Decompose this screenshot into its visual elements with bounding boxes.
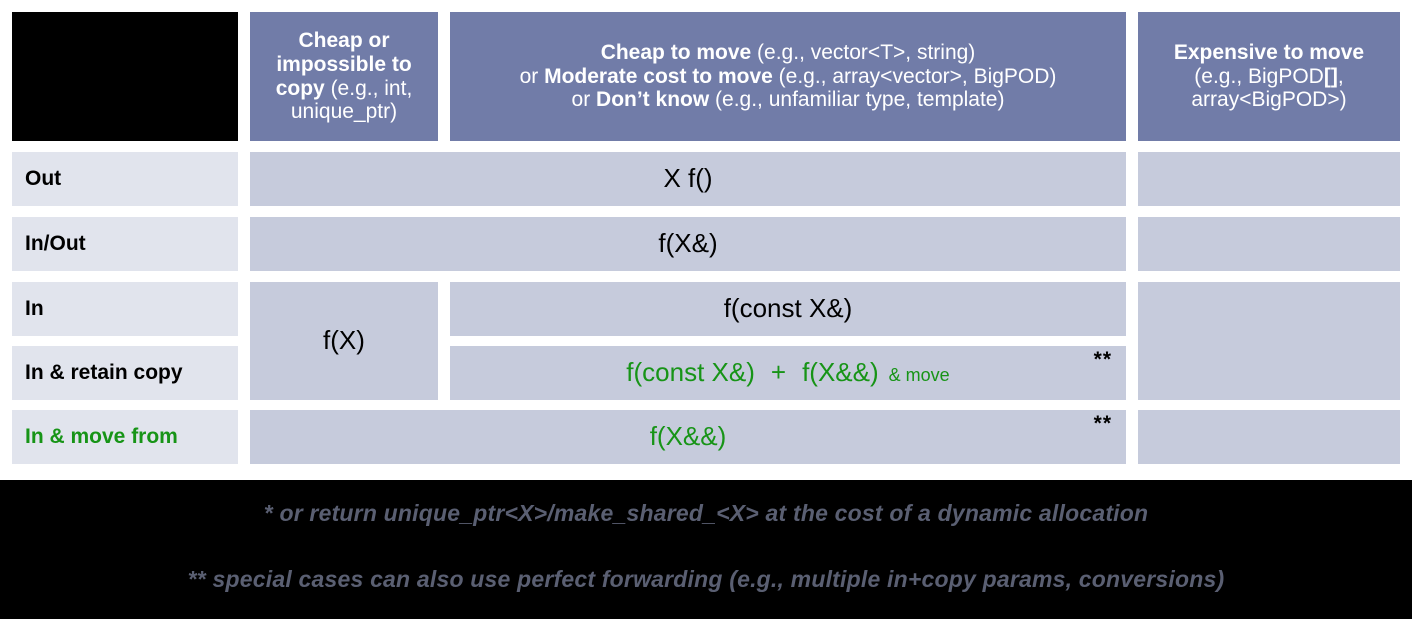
cell-in-fconstxref: f(const X&) [450,282,1126,336]
header-move-line3-pre: or [571,88,597,112]
footnote-single-star: * or return unique_ptr<X>/make_shared_<X… [0,500,1412,527]
cell-retain-part1: f(const X&) [626,357,755,388]
header-copy-line3-rest: (e.g., int, [324,76,413,100]
cell-inout-fxref: f(X&) [250,217,1126,271]
rowlabel-in-text: In [25,297,44,321]
rowlabel-in: In [12,282,238,336]
header-expensive-line1: Expensive to move [1173,41,1365,65]
header-cheap-to-move: Cheap to move (e.g., vector<T>, string) … [450,12,1126,141]
header-move-line3-rest: (e.g., unfamiliar type, template) [709,88,1005,112]
footnote-single-star-text: * or return unique_ptr<X>/make_shared_<X… [263,500,1149,526]
corner-block [12,12,238,141]
cell-out-xf-text: X f() [663,163,713,194]
cell-retain-copy-expression: f(const X&) + f(X&&) & move ** [450,346,1126,400]
cell-out-expensive-empty [1138,152,1400,206]
cell-in-expensive-empty [1138,282,1400,400]
cell-in-fx: f(X) [250,282,438,400]
header-move-line1-bold: Cheap to move [600,41,752,65]
footer-band [0,480,1412,619]
rowlabel-out: Out [12,152,238,206]
cell-in-fconstxref-text: f(const X&) [723,293,853,324]
header-expensive-line2-bold: [] [1323,64,1338,88]
header-expensive-line2-rest: (e.g., BigPOD [1194,64,1324,88]
cell-out-xf: X f() [250,152,1126,206]
header-move-line1-rest: (e.g., vector<T>, string) [751,41,976,65]
footnote-marker-retain: ** [1093,348,1112,371]
footnote-double-star-text: ** special cases can also use perfect fo… [187,566,1225,592]
header-expensive-to-move: Expensive to move (e.g., BigPOD[], array… [1138,12,1400,141]
rowlabel-inout-text: In/Out [25,232,86,256]
rowlabel-in-retain-copy-text: In & retain copy [25,361,183,385]
cell-move-from-text: f(X&&) [649,421,727,452]
header-move-line2-rest: (e.g., array<vector>, BigPOD) [772,64,1057,88]
cell-inout-fxref-text: f(X&) [658,228,718,259]
rowlabel-in-move-from: In & move from [12,410,238,464]
rowlabel-inout: In/Out [12,217,238,271]
header-move-line2-pre: or [519,64,545,88]
header-move-line2-bold: Moderate cost to move [544,64,773,88]
header-cheap-or-impossible-to-copy: Cheap or impossible to copy (e.g., int, … [250,12,438,141]
footnote-marker-movefrom: ** [1093,412,1112,435]
footnote-double-star: ** special cases can also use perfect fo… [0,566,1412,593]
header-expensive-line3: array<BigPOD>) [1191,88,1347,112]
header-copy-line2: impossible to [276,52,412,76]
cell-retain-part3: & move [888,365,950,386]
rowlabel-out-text: Out [25,167,62,191]
cell-move-from-fxrvalue: f(X&&) ** [250,410,1126,464]
header-copy-line3-bold: copy [275,76,325,100]
cell-retain-part2: f(X&&) [802,357,879,388]
header-copy-line1: Cheap or [298,29,390,53]
cell-inout-expensive-empty [1138,217,1400,271]
header-expensive-line2-tail: , [1337,64,1344,88]
rowlabel-in-move-from-text: In & move from [25,425,178,449]
cell-move-from-expensive-empty [1138,410,1400,464]
rowlabel-in-retain-copy: In & retain copy [12,346,238,400]
cell-retain-plus: + [770,357,787,388]
header-move-line3-bold: Don’t know [596,88,710,112]
header-copy-line4: unique_ptr) [290,100,398,124]
cell-in-fx-text: f(X) [323,325,365,356]
